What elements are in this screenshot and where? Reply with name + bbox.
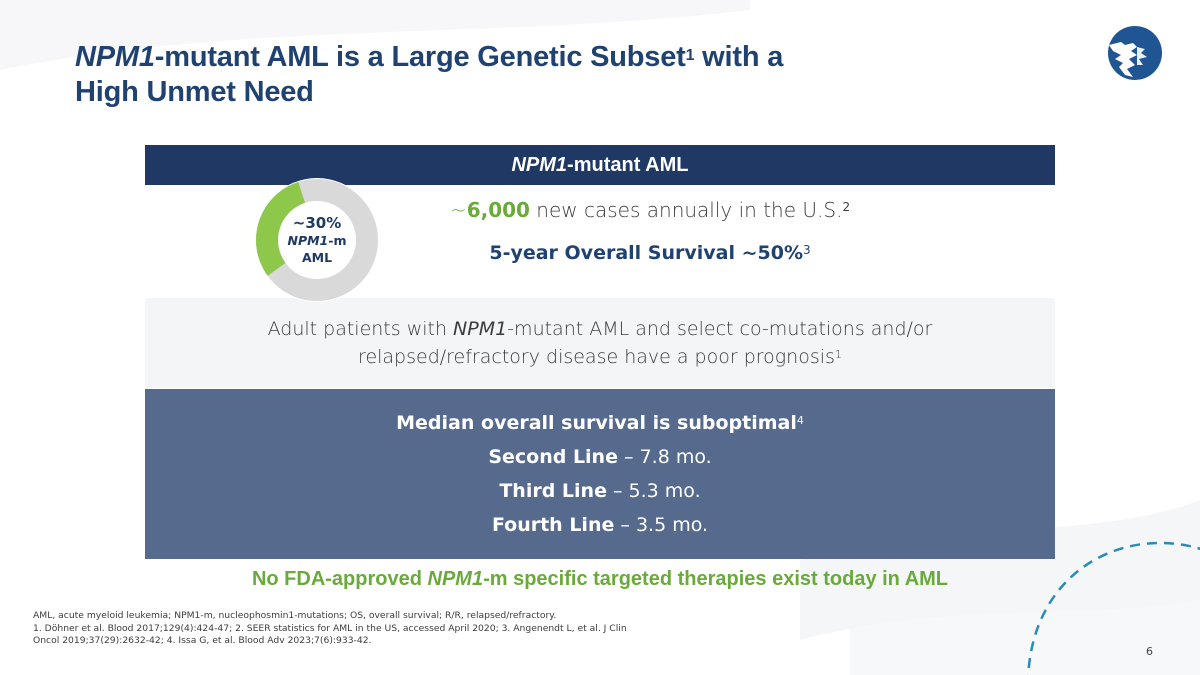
slide-title: NPM1-mutant AML is a Large Genetic Subse… <box>75 40 895 110</box>
five-year-os-stat: 5-year Overall Survival ~50%3 <box>489 242 811 264</box>
company-logo-icon <box>1108 26 1162 80</box>
title-line-1: NPM1-mutant AML is a Large Genetic Subse… <box>75 41 784 73</box>
donut-percent: ~30% <box>292 214 342 232</box>
median-survival-panel: Median overall survival is suboptimal4 S… <box>145 389 1055 559</box>
donut-chart-npm1-share <box>255 178 379 302</box>
donut-disease: AML <box>301 250 333 265</box>
title-line-2: High Unmet Need <box>75 76 314 108</box>
prognosis-line-2: relapsed/refractory disease have a poor … <box>358 346 842 368</box>
panel-header-npm1-mutant-aml: NPM1-mutant AML <box>145 145 1055 185</box>
prognosis-panel: Adult patients with NPM1-mutant AML and … <box>145 298 1055 388</box>
no-approved-therapies-callout: No FDA-approved NPM1-m specific targeted… <box>251 568 949 590</box>
survival-row-second-line: Second Line – 7.8 mo. <box>488 446 712 468</box>
key-stats: ~6,000 new cases annually in the U.S.2 5… <box>390 195 910 267</box>
prognosis-line-1: Adult patients with NPM1-mutant AML and … <box>267 318 933 340</box>
footnote-references-2: Oncol 2019;37(29):2632-42; 4. Issa G, et… <box>33 635 372 646</box>
footnote-references-1: 1. Döhner et al. Blood 2017;129(4):424-4… <box>33 622 627 634</box>
dashed-arc-decoration <box>1027 541 1200 675</box>
annual-cases-stat: ~6,000 new cases annually in the U.S.2 <box>449 198 851 222</box>
survival-row-third-line: Third Line – 5.3 mo. <box>499 480 701 502</box>
survival-heading: Median overall survival is suboptimal4 <box>396 412 804 434</box>
page-number: 6 <box>1146 645 1153 658</box>
survival-row-fourth-line: Fourth Line – 3.5 mo. <box>491 514 709 536</box>
donut-subtype: NPM1-m <box>287 233 347 248</box>
footnotes: AML, acute myeloid leukemia; NPM1-m, nuc… <box>33 610 753 648</box>
donut-center-label: ~30% NPM1-m AML <box>255 178 379 302</box>
footnote-abbreviations: AML, acute myeloid leukemia; NPM1-m, nuc… <box>33 610 557 621</box>
